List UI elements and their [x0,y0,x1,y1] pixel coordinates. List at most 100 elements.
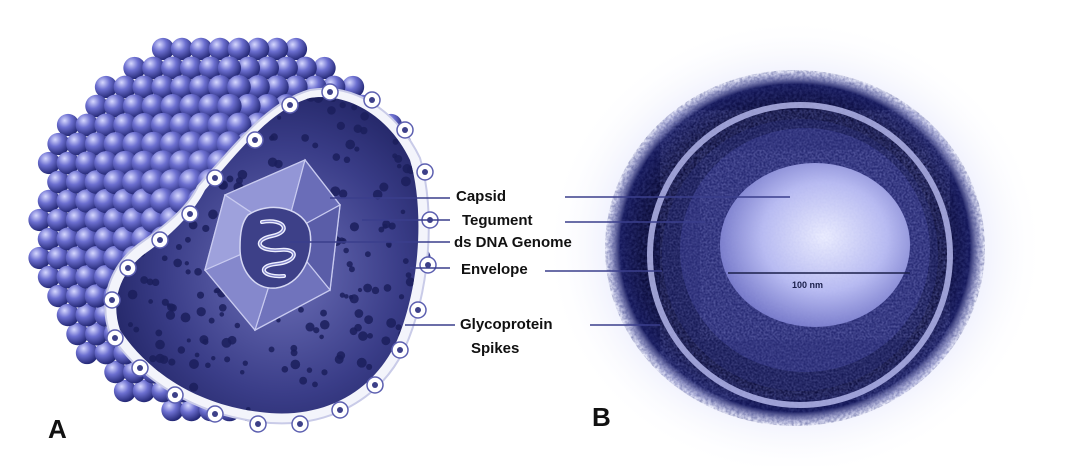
tegument-particle [345,140,355,150]
tegument-particle [349,295,354,300]
tegument-particle [209,318,215,324]
spike-core [287,102,293,108]
label-capsid: Capsid [456,188,506,206]
tegument-particle [176,244,182,250]
spike-core [187,211,193,217]
tegument-particle [140,276,148,284]
tegument-particle [412,409,422,419]
tegument-particle [133,327,139,333]
spike-core [157,237,163,243]
tegument-particle [393,139,399,145]
tegument-particle [189,359,199,369]
tegument-particle [404,385,410,391]
tegument-particle [349,266,355,272]
tegument-particle [298,307,304,313]
tegument-particle [282,366,289,373]
tegument-particle [384,383,388,387]
tegument-particle [340,102,346,108]
tegument-particle [351,105,357,111]
tegument-particle [355,309,364,318]
tegument-particle [291,349,298,356]
tegument-particle [195,353,200,358]
tegument-particle [386,318,396,328]
label-genome: ds DNA Genome [454,234,572,252]
spike-core [372,382,378,388]
tegument-particle [396,381,404,389]
tegument-particle [372,287,379,294]
tegument-particle [208,210,218,220]
spike-core [327,89,333,95]
tegument-particle [290,360,300,370]
tegument-particle [327,106,336,115]
spike-core [172,392,178,398]
spike-core [212,175,218,181]
tegument-particle [269,347,275,353]
spike-core [415,307,421,313]
label-tegument: Tegument [462,212,533,230]
tegument-particle [354,124,363,133]
tegument-particle [166,311,175,320]
tegument-particle [133,399,138,404]
tegument-particle [360,112,369,121]
tegument-particle [277,116,281,120]
tegument-particle [243,361,248,366]
tegument-particle [162,255,168,261]
spike-core [422,169,428,175]
tegument-particle [168,359,175,366]
tegument-particle [413,121,422,130]
tegument-particle [312,382,318,388]
tegument-particle [215,288,220,293]
tegument-particle [358,288,362,292]
tegument-particle [269,135,274,140]
spike-core [212,411,218,417]
tegument-particle [312,142,318,148]
spike-core [297,421,303,427]
tegument-particle [404,366,410,372]
tegument-particle [396,324,402,330]
tegument-particle [128,322,133,327]
tegument-particle [189,383,198,392]
tegument-particle [379,183,388,192]
electron-micrograph [545,18,1045,466]
tegument-particle [197,292,204,299]
tegument-particle [414,348,422,356]
tegument-particle [358,331,368,341]
tegument-particle [307,367,312,372]
spike-core [112,335,118,341]
tegument-particle [319,335,324,340]
label-glycoprotein: Glycoprotein [460,316,553,334]
tegument-particle [173,259,182,268]
spike-core [369,97,375,103]
tegument-particle [235,323,241,329]
spike-core [125,265,131,271]
spike-core [255,421,261,427]
spike-core [337,407,343,413]
tegument-particle [155,329,162,336]
tegument-particle [384,284,392,292]
spike-core [137,365,143,371]
tegument-particle [339,190,347,198]
tegument-particle [403,258,409,264]
tegument-particle [365,251,371,257]
tegument-particle [321,369,327,375]
tegument-particle [167,303,171,307]
scale-bar-label: 100 nm [792,280,823,290]
tegument-particle [268,157,277,166]
tegument-particle [226,175,233,182]
tegument-particle [240,370,245,375]
panel-label-b: B [592,402,611,433]
tegument-particle [406,272,412,278]
tegument-particle [401,210,406,215]
tegument-particle [155,354,164,363]
tegument-particle [205,362,211,368]
tegument-particle [219,304,227,312]
tegument-particle [397,164,402,169]
tegument-particle [181,313,191,323]
tegument-particle [410,112,419,121]
tegument-particle [401,176,411,186]
tegument-particle [364,315,373,324]
tegument-particle [350,222,359,231]
tegument-particle [394,155,402,163]
tegument-particle [378,227,384,233]
